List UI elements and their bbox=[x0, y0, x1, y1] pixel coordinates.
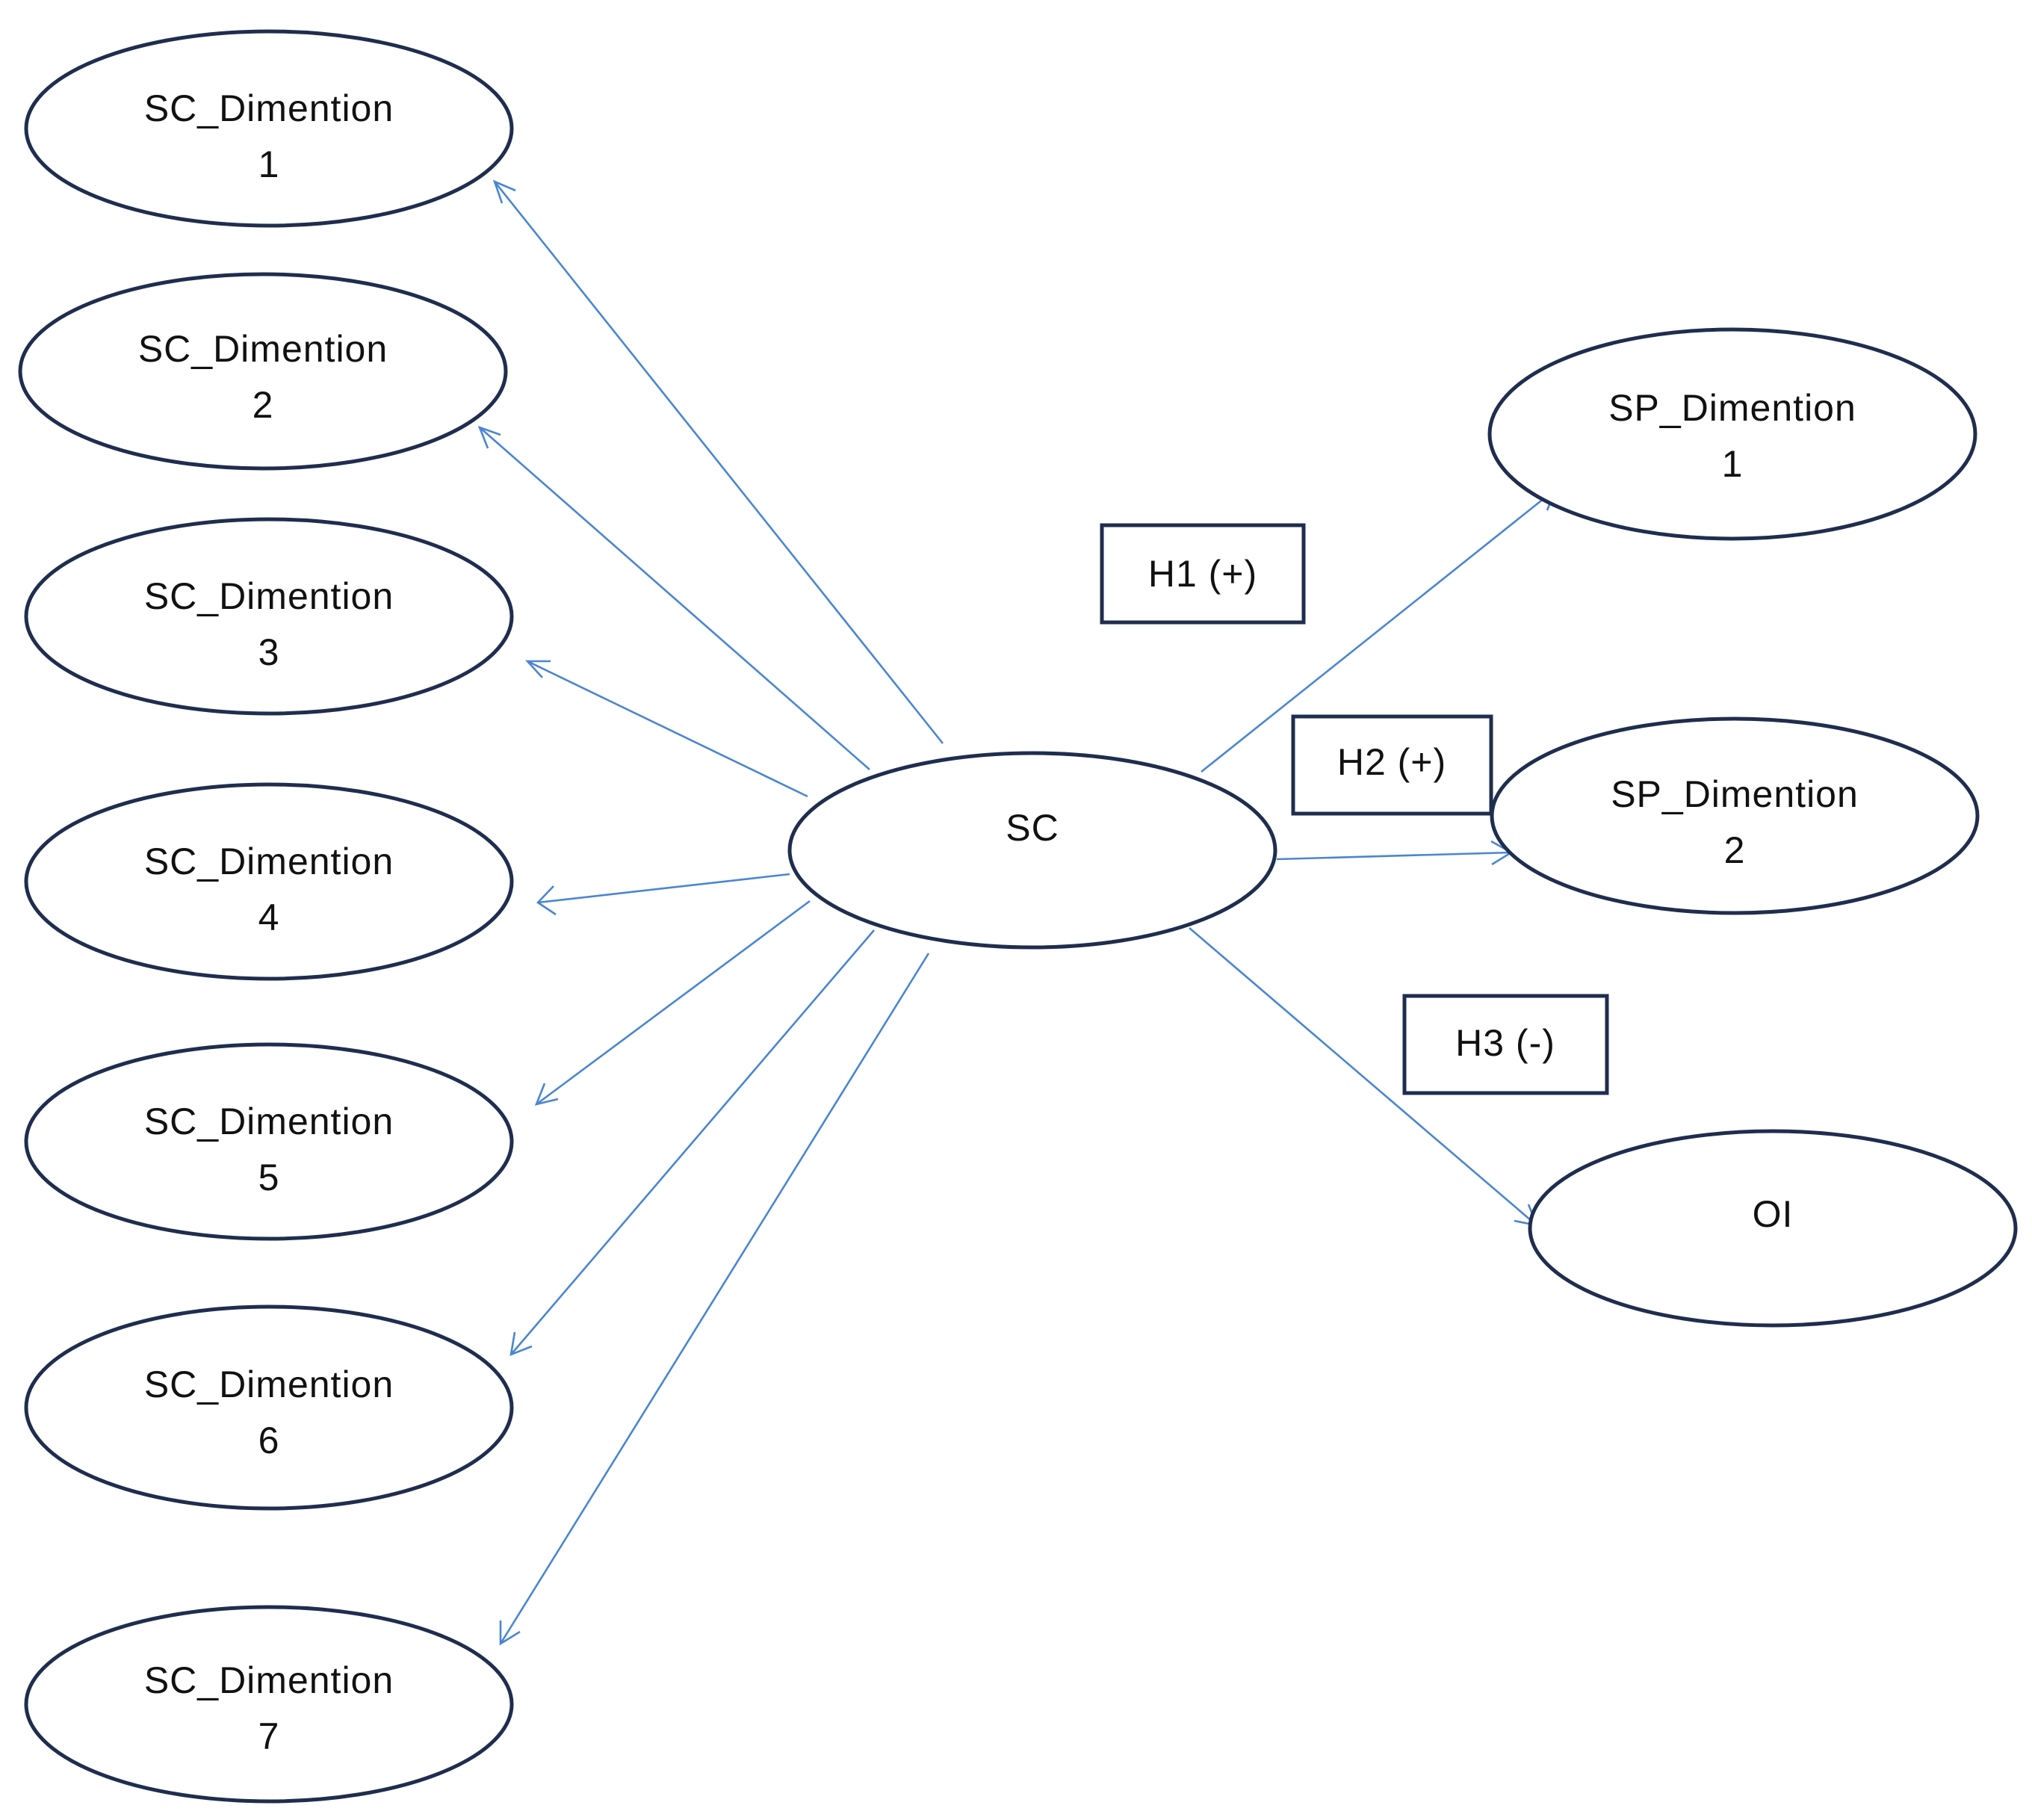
hypothesis-box-h2: H2 (+) bbox=[1291, 714, 1493, 816]
edge-sc-to-sc-dim-4 bbox=[536, 873, 790, 916]
node-sc-dimention-3-line-2: 3 bbox=[258, 631, 280, 673]
node-sc-dimention-4: SC_Dimention 4 bbox=[24, 782, 514, 981]
node-sc-dimention-3-line-1: SC_Dimention bbox=[144, 575, 394, 617]
node-sc-dimention-2: SC_Dimention 2 bbox=[18, 272, 508, 471]
node-sp-dimention-1-line-1: SP_Dimention bbox=[1608, 387, 1856, 429]
hypothesis-label-h3: H3 (-) bbox=[1455, 1022, 1555, 1064]
node-sc-dimention-1: SC_Dimention 1 bbox=[24, 29, 514, 228]
edge-sc-to-sc-dim-5 bbox=[534, 900, 811, 1106]
edge-sc-to-sp-dim-2 bbox=[1276, 840, 1514, 866]
hypotheses-layer: H1 (+) H2 (+) H3 (-) bbox=[1100, 523, 1609, 1095]
node-sp-dimention-2-line-1: SP_Dimention bbox=[1611, 773, 1859, 815]
node-sp-dimention-1-line-2: 1 bbox=[1722, 443, 1744, 485]
hypothesis-label-h1: H1 (+) bbox=[1148, 553, 1257, 595]
node-sp-dimention-2-line-2: 2 bbox=[1724, 829, 1746, 871]
node-sc-label: SC bbox=[1006, 807, 1059, 849]
node-sc-dimention-2-line-1: SC_Dimention bbox=[138, 328, 388, 370]
edge-sc-to-sc-dim-3 bbox=[525, 660, 808, 798]
node-oi: OI bbox=[1528, 1129, 2018, 1328]
hypothesis-label-h2: H2 (+) bbox=[1337, 741, 1446, 783]
node-sc: SC bbox=[787, 751, 1277, 950]
node-sc-dimention-5-line-1: SC_Dimention bbox=[144, 1101, 394, 1142]
node-sc-dimention-4-line-1: SC_Dimention bbox=[144, 841, 394, 882]
node-sc-dimention-6: SC_Dimention 6 bbox=[24, 1304, 514, 1511]
node-sc-dimention-1-line-2: 1 bbox=[258, 143, 280, 185]
node-sc-dimention-6-line-1: SC_Dimention bbox=[144, 1364, 394, 1405]
node-sc-dimention-7-line-2: 7 bbox=[258, 1715, 280, 1757]
node-sc-dimention-7: SC_Dimention 7 bbox=[24, 1605, 514, 1804]
edge-sc-to-sc-dim-7 bbox=[499, 953, 930, 1646]
node-sc-dimention-5-line-2: 5 bbox=[258, 1157, 280, 1198]
edges-layer bbox=[477, 179, 1558, 1646]
node-sc-dimention-3: SC_Dimention 3 bbox=[24, 517, 514, 716]
edge-sc-to-sc-dim-6 bbox=[509, 929, 875, 1357]
node-sc-dimention-7-line-1: SC_Dimention bbox=[144, 1659, 394, 1701]
node-sc-dimention-6-line-2: 6 bbox=[258, 1420, 280, 1461]
node-sc-dimention-2-line-2: 2 bbox=[253, 384, 274, 426]
hypothesis-box-h3: H3 (-) bbox=[1402, 994, 1609, 1095]
hypothesis-box-h1: H1 (+) bbox=[1100, 523, 1306, 625]
node-sp-dimention-1: SP_Dimention 1 bbox=[1487, 327, 1977, 541]
nodes-layer: SC_Dimention 1 SC_Dimention 2 SC_Dimenti… bbox=[18, 29, 2018, 1804]
edge-sc-to-sc-dim-1 bbox=[492, 179, 944, 744]
node-oi-label: OI bbox=[1753, 1193, 1794, 1235]
node-sc-dimention-1-line-1: SC_Dimention bbox=[144, 87, 394, 129]
edge-sc-to-sc-dim-2 bbox=[477, 425, 870, 770]
node-sp-dimention-2: SP_Dimention 2 bbox=[1490, 716, 1980, 915]
node-sc-dimention-5: SC_Dimention 5 bbox=[24, 1042, 514, 1241]
node-sc-dimention-4-line-2: 4 bbox=[258, 897, 280, 938]
